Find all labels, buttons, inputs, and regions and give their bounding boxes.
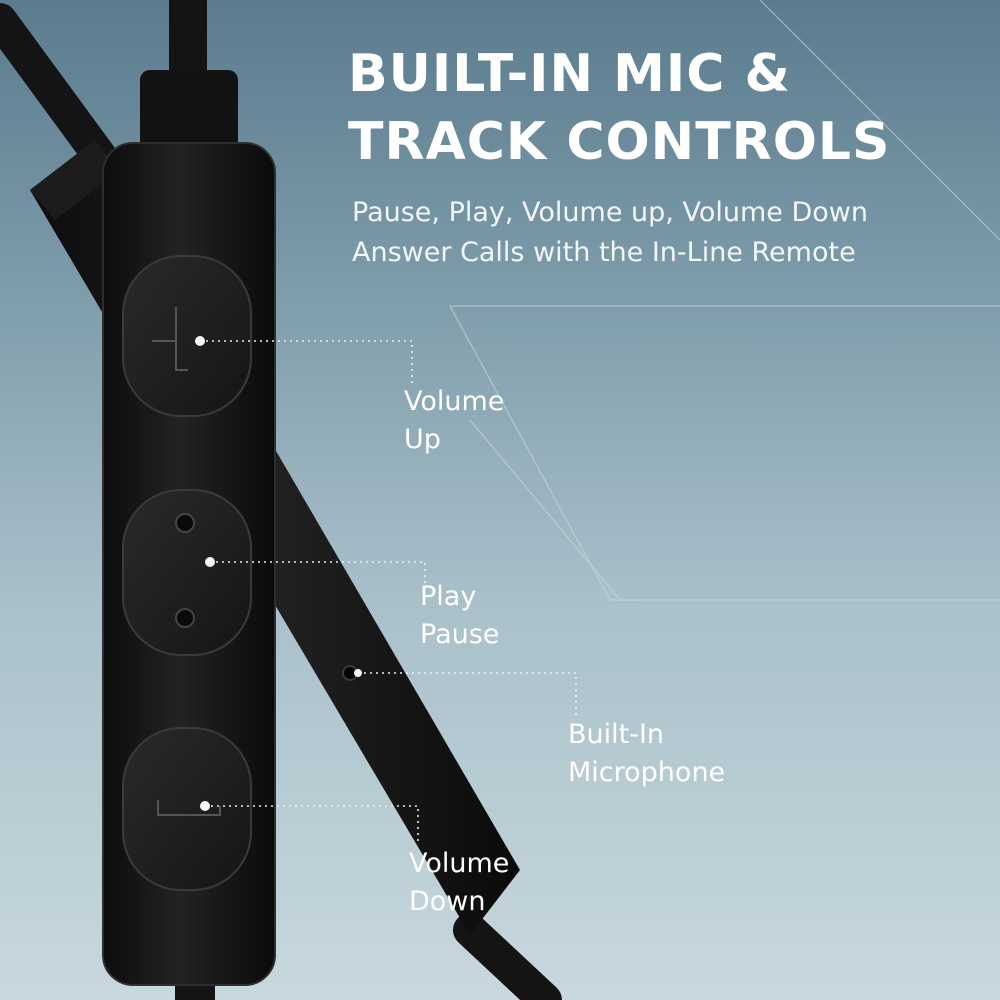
play-pause-button (122, 489, 252, 656)
feature-description: Pause, Play, Volume up, Volume Down Answ… (352, 193, 868, 273)
volume-up-button (122, 255, 252, 417)
minus-symbol-icon (157, 800, 221, 816)
volume-down-button (122, 727, 252, 891)
heading-line-2: TRACK CONTROLS (348, 112, 891, 172)
volume-down-label-line-1: Volume (409, 848, 510, 879)
description-line-1: Pause, Play, Volume up, Volume Down (352, 197, 868, 228)
play-pause-dots-icon (175, 513, 195, 628)
plus-symbol-icon (152, 307, 188, 371)
play-pause-label-line-1: Play (420, 581, 477, 612)
volume-down-callout: Volume Down (409, 845, 509, 921)
callout-leader-lines (200, 340, 577, 845)
play-pause-label-line-2: Pause (420, 619, 500, 650)
volume-down-label-line-2: Down (409, 886, 486, 917)
volume-up-callout: Volume Up (404, 383, 504, 459)
microphone-label-line-1: Built-In (568, 719, 665, 750)
callout-anchor-dots (195, 336, 362, 811)
play-pause-callout: Play Pause (420, 578, 499, 654)
volume-up-label-line-1: Volume (404, 386, 505, 417)
volume-up-label-line-2: Up (404, 424, 441, 455)
microphone-label-line-2: Microphone (568, 757, 726, 788)
background-line-art (449, 0, 1000, 601)
heading-line-1: BUILT-IN MIC & (348, 44, 791, 104)
feature-heading: BUILT-IN MIC & TRACK CONTROLS (348, 40, 891, 176)
description-line-2: Answer Calls with the In-Line Remote (352, 237, 856, 268)
cable-strain-relief (140, 70, 238, 150)
microphone-callout: Built-In Microphone (568, 716, 725, 792)
